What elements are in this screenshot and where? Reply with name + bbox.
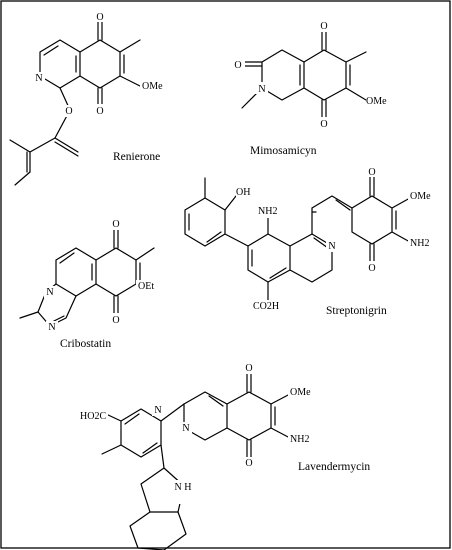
streptonigrin-carboxyl: CO2H bbox=[253, 301, 279, 312]
streptonigrin-pyridine-nitrogen: N bbox=[328, 241, 335, 252]
streptonigrin-label: Streptonigrin bbox=[326, 305, 387, 317]
renierone-oxygen-top: O bbox=[96, 12, 103, 23]
lavendermycin-oxygen-top: O bbox=[245, 363, 252, 374]
mimosamicyn-oxygen-bottom: O bbox=[320, 119, 327, 130]
mimosamicyn-structure: O N O O OMe Mimosamicyn bbox=[232, 20, 388, 157]
mimosamicyn-methoxy: OMe bbox=[366, 96, 387, 107]
cribostatin-nitrogen-imidazole: N bbox=[48, 322, 55, 333]
cribostatin-label: Cribostatin bbox=[60, 338, 111, 350]
lavendermycin-pyridine-nitrogen: N bbox=[154, 405, 161, 416]
renierone-structure: O O N OMe O Renierone bbox=[9, 10, 163, 186]
lavendermycin-carboxyl: HO2C bbox=[80, 411, 106, 422]
streptonigrin-hydroxyl: OH bbox=[236, 187, 250, 198]
streptonigrin-oxygen-top: O bbox=[368, 167, 375, 178]
lavendermycin-methoxy: OMe bbox=[290, 387, 311, 398]
mimosamicyn-oxygen-top: O bbox=[320, 21, 327, 32]
lavendermycin-indole-nh: N H bbox=[175, 482, 192, 493]
streptonigrin-methoxy: OMe bbox=[410, 191, 431, 202]
streptonigrin-oxygen-bottom: O bbox=[368, 263, 375, 274]
cribostatin-oxygen-top: O bbox=[112, 219, 119, 230]
renierone-nitrogen: N bbox=[35, 73, 42, 84]
lavendermycin-label: Lavendermycin bbox=[298, 461, 370, 473]
renierone-oxygen-bottom: O bbox=[96, 106, 103, 117]
cribostatin-ethoxy: OEt bbox=[138, 281, 154, 292]
lavendermycin-structure: HO2C N N N H O O OMe NH2 Lavendermycin bbox=[80, 362, 370, 550]
streptonigrin-amino-quinone: NH2 bbox=[410, 238, 429, 249]
cribostatin-nitrogen-bridge: N bbox=[46, 287, 53, 298]
mimosamicyn-label: Mimosamicyn bbox=[250, 145, 317, 157]
lavendermycin-oxygen-bottom: O bbox=[245, 458, 252, 469]
streptonigrin-amino-central: NH2 bbox=[258, 206, 277, 217]
cribostatin-oxygen-bottom: O bbox=[112, 315, 119, 326]
lavendermycin-quinoline-nitrogen: N bbox=[182, 423, 189, 434]
streptonigrin-structure: OH NH2 CO2H N O O OMe NH2 Streptonigrin bbox=[184, 165, 432, 317]
renierone-methoxy: OMe bbox=[142, 81, 163, 92]
mimosamicyn-nitrogen: N bbox=[258, 84, 265, 95]
mimosamicyn-oxygen-left: O bbox=[234, 60, 241, 71]
renierone-label: Renierone bbox=[113, 151, 160, 163]
lavendermycin-amino: NH2 bbox=[290, 434, 309, 445]
renierone-ester-oxygen: O bbox=[65, 106, 72, 117]
cribostatin-structure: O O N N OEt Cribostatin bbox=[19, 218, 158, 350]
